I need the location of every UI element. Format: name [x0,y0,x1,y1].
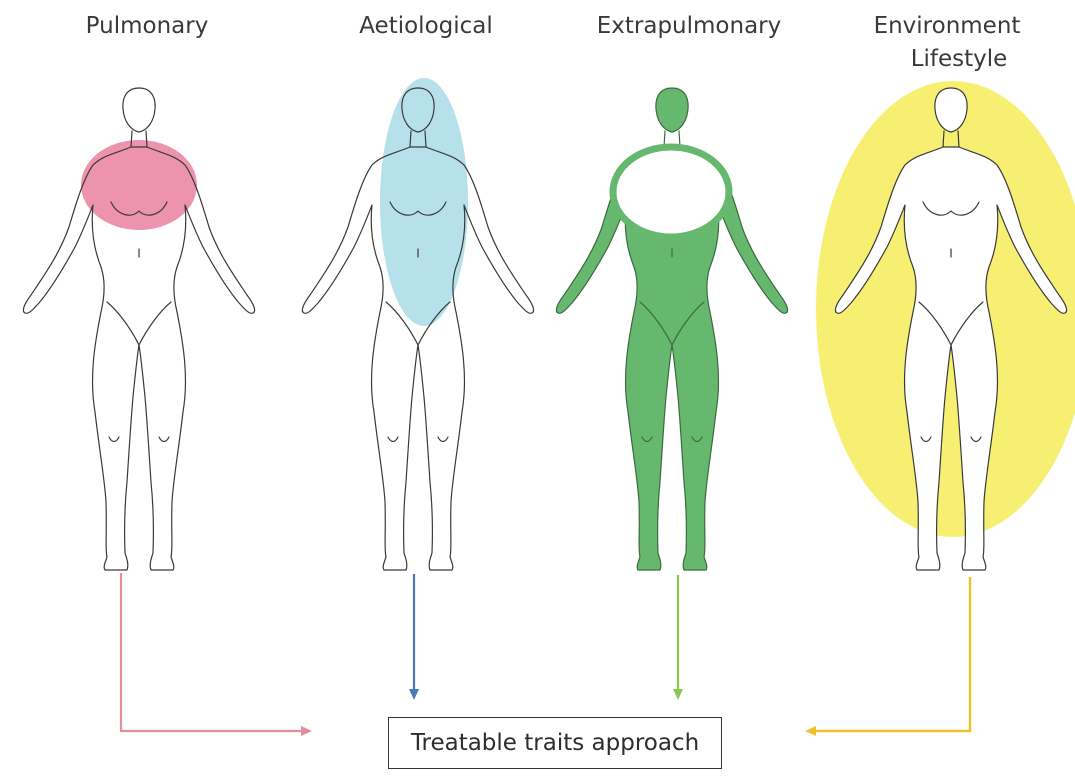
pulmonary-label: Pulmonary [86,10,209,42]
lifestyle-label: Lifestyle [911,43,1008,75]
treatable-traits-box: Treatable traits approach [388,717,722,769]
pulmonary-chest-highlight [81,140,197,230]
aetiological-label: Aetiological [359,10,493,42]
aetiological-arrow [409,574,419,700]
environment-label: Environment [874,10,1021,42]
extrapulmonary-label: Extrapulmonary [597,10,782,42]
extrapulmonary-arrow [673,575,683,700]
aetiological-torso-highlight [380,78,468,326]
treatable-traits-label: Treatable traits approach [411,730,699,756]
pulmonary-arrow [121,573,312,736]
environment-arrow [805,577,970,736]
